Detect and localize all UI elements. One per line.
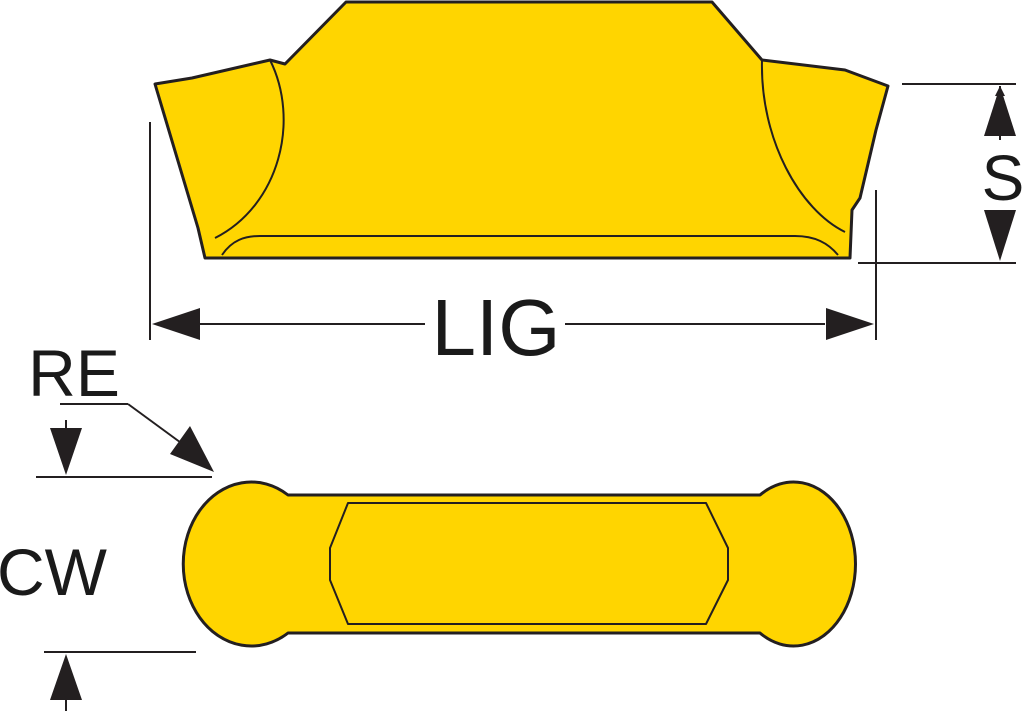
insert-side-bottom-chamfer bbox=[221, 235, 839, 256]
insert-side-left-flute bbox=[214, 59, 285, 239]
re-arrowhead bbox=[170, 426, 214, 472]
dimension-cw: CW bbox=[0, 420, 212, 711]
lig-label: LIG bbox=[432, 283, 561, 372]
cw-arrowhead-top bbox=[50, 428, 82, 475]
dimension-lig: LIG bbox=[149, 122, 877, 372]
cw-arrowhead-bottom bbox=[50, 654, 82, 700]
dimension-re: RE bbox=[28, 336, 214, 472]
re-label: RE bbox=[28, 336, 120, 410]
insert-top-land bbox=[329, 502, 729, 625]
insert-side-view bbox=[153, 0, 890, 260]
s-label: S bbox=[982, 142, 1024, 214]
lig-arrowhead-left bbox=[152, 308, 200, 340]
cw-label: CW bbox=[0, 535, 108, 609]
dimension-s: S bbox=[858, 83, 1024, 264]
s-arrowhead-top bbox=[984, 86, 1016, 136]
insert-top-view bbox=[181, 480, 857, 648]
insert-top-body bbox=[181, 480, 857, 648]
lig-arrowhead-right bbox=[826, 308, 874, 340]
insert-side-right-flute bbox=[760, 59, 846, 233]
s-arrowhead-bottom bbox=[984, 210, 1016, 261]
insert-side-body bbox=[153, 0, 890, 260]
